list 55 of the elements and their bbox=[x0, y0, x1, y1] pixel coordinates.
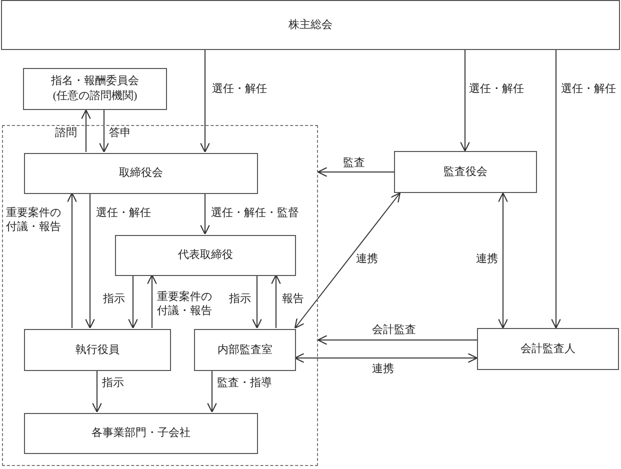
arrow bbox=[252, 274, 262, 329]
edge-label: 選任・解任 bbox=[96, 206, 151, 220]
edge-label: 諮問 bbox=[55, 126, 77, 140]
edge-label: 報告 bbox=[282, 292, 304, 306]
arrow bbox=[270, 274, 282, 328]
edge-label: 連携 bbox=[356, 252, 378, 266]
edge-label: 指示 bbox=[103, 292, 125, 306]
edge-label: 選任・解任 bbox=[212, 82, 267, 96]
node-label: 内部監査室 bbox=[218, 342, 272, 358]
arrow bbox=[294, 352, 478, 364]
node-label: 代表取締役 bbox=[178, 248, 233, 263]
arrow bbox=[550, 50, 562, 329]
process-box bbox=[23, 68, 167, 110]
process-box bbox=[24, 413, 258, 454]
process-box bbox=[394, 151, 537, 193]
edge-label: 監査・指導 bbox=[217, 376, 272, 390]
process-box bbox=[115, 235, 296, 276]
node-label: 指名・報酬委員会 (任意の諮問機関) bbox=[50, 74, 140, 104]
edge-label: 選任・解任・監督 bbox=[211, 206, 299, 220]
arrow bbox=[200, 50, 210, 153]
node-label: 執行役員 bbox=[76, 342, 120, 358]
arrow bbox=[200, 192, 210, 235]
arrow bbox=[128, 274, 138, 329]
node-label: 取締役会 bbox=[119, 166, 163, 181]
edge-label: 選任・解任 bbox=[469, 82, 524, 96]
arrow bbox=[92, 370, 102, 413]
arrow bbox=[84, 192, 96, 329]
process-box bbox=[194, 329, 296, 371]
process-box bbox=[1, 0, 620, 50]
node-label: 株主総会 bbox=[288, 18, 332, 32]
process-box bbox=[477, 328, 619, 370]
arrow bbox=[80, 109, 92, 152]
edge-label: 選任・解任 bbox=[561, 82, 616, 96]
edge-label: 指示 bbox=[229, 292, 251, 306]
node-label: 監査役会 bbox=[444, 164, 488, 180]
edge-label: 答申 bbox=[109, 126, 131, 140]
node-label: 各事業部門・子会社 bbox=[92, 426, 190, 441]
process-box bbox=[24, 153, 258, 194]
edge-label: 指示 bbox=[102, 376, 124, 390]
arrow bbox=[460, 50, 470, 152]
dashed-group-frame bbox=[2, 125, 318, 466]
arrow bbox=[294, 192, 401, 329]
arrow bbox=[98, 110, 110, 153]
node-label: 会計監査人 bbox=[520, 342, 576, 356]
arrow bbox=[146, 274, 158, 328]
edge-label: 監査 bbox=[343, 156, 365, 170]
process-box bbox=[24, 329, 171, 371]
edge-label: 連携 bbox=[372, 362, 394, 376]
arrow bbox=[317, 166, 394, 178]
arrow bbox=[498, 192, 508, 329]
arrow bbox=[317, 334, 478, 346]
edge-label: 会計監査 bbox=[372, 323, 416, 338]
arrow bbox=[66, 192, 78, 328]
arrow bbox=[206, 370, 218, 413]
edge-label: 連携 bbox=[476, 252, 498, 266]
